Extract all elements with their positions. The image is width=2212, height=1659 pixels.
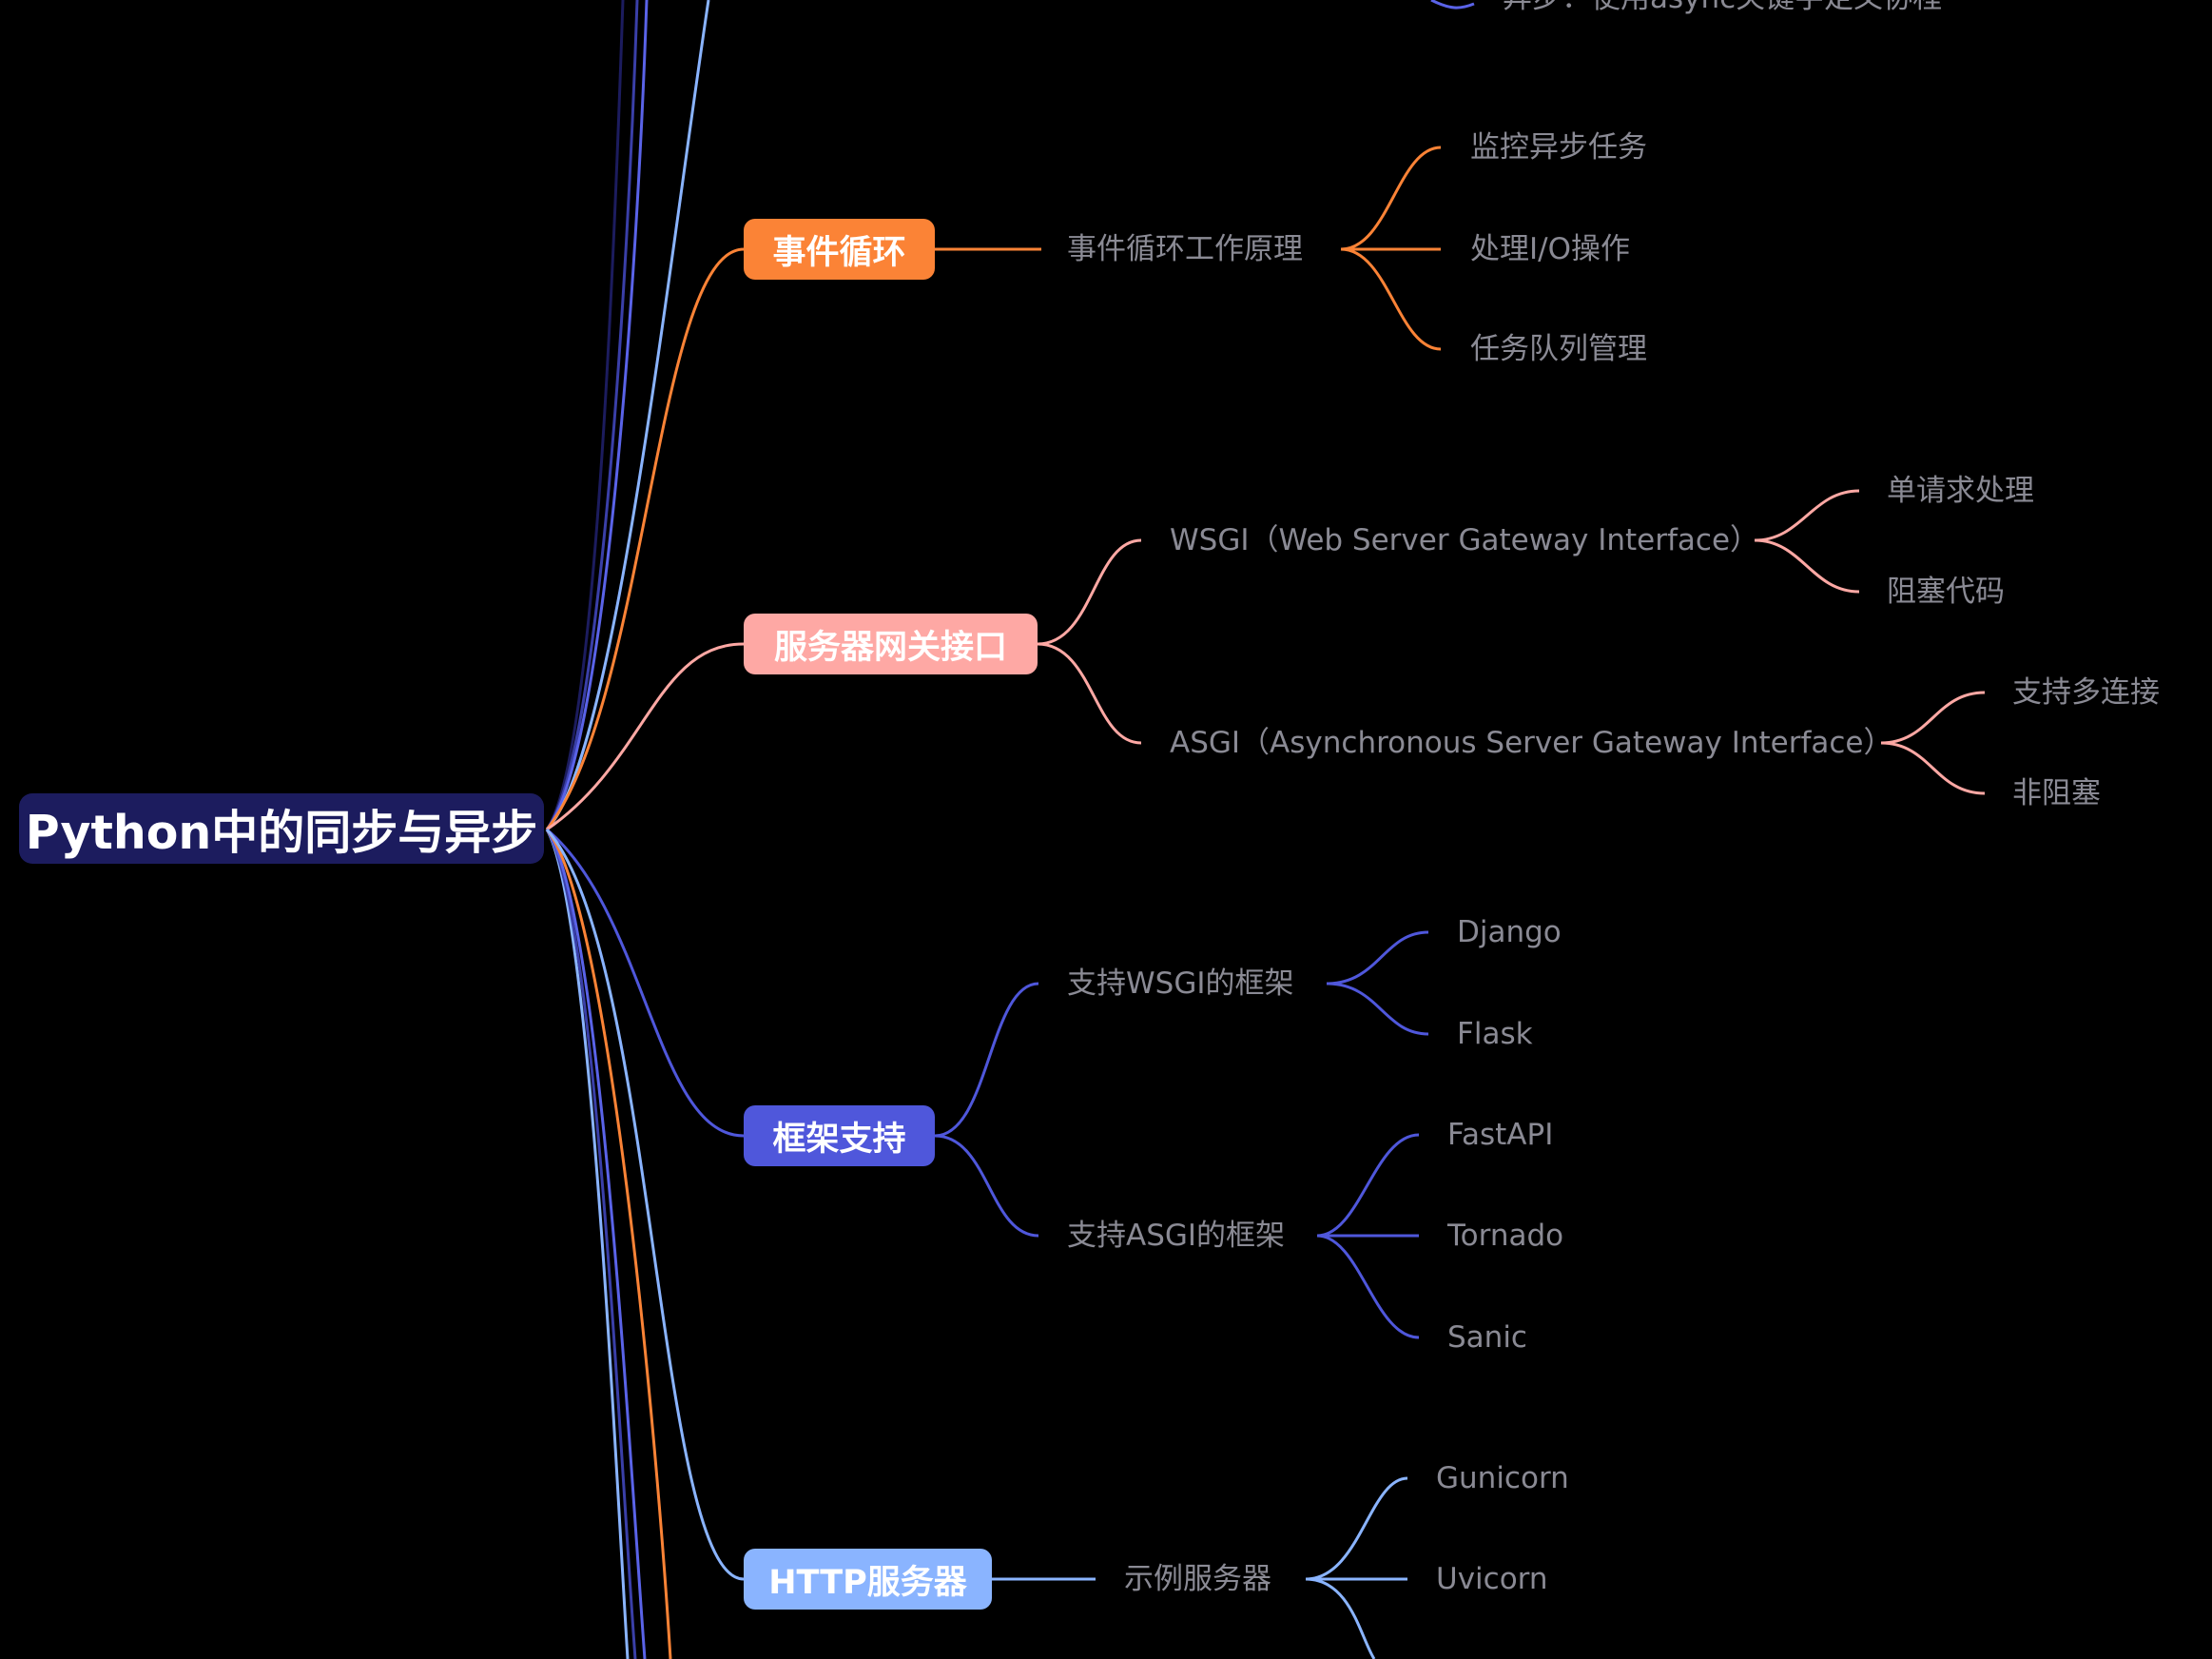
gateway-asgi-item[interactable]: 非阻塞 [2012, 776, 2101, 810]
framework-wsgi-item[interactable]: Flask [1457, 1017, 1533, 1051]
connector-offscreen-4 [545, 0, 710, 831]
connector-http-item-0 [1305, 1476, 1408, 1581]
connector-http-item-2 [1305, 1577, 1376, 1659]
connector-offscreen-1 [545, 0, 625, 830]
connector-offscreen-8 [545, 829, 672, 1659]
root-label: Python中的同步与异步 [25, 805, 538, 860]
event-loop-item[interactable]: 任务队列管理 [1470, 332, 1647, 366]
branch-gateway[interactable]: 服务器网关接口 [744, 614, 1038, 674]
framework-asgi-item[interactable]: Sanic [1447, 1320, 1527, 1355]
connector-wsgi-item-0 [1754, 489, 1860, 542]
connector-offscreen-3 [545, 0, 649, 830]
branch-framework-label: 框架支持 [772, 1120, 906, 1159]
branch-http-label: HTTP服务器 [768, 1563, 967, 1602]
branch-event-loop[interactable]: 事件循环 [744, 219, 935, 280]
http-item[interactable]: Uvicorn [1436, 1562, 1548, 1596]
connector-asgi-item-0 [1880, 691, 1986, 745]
gateway-wsgi-item[interactable]: 阻塞代码 [1887, 575, 2005, 609]
framework-asgi-item[interactable]: Tornado [1447, 1219, 1564, 1253]
branch-gateway-label: 服务器网关接口 [773, 628, 1007, 667]
gateway-wsgi[interactable]: WSGI（Web Server Gateway Interface） [1170, 523, 1760, 557]
connector-root-gateway [546, 642, 745, 831]
connector-root-event-loop [545, 247, 745, 830]
connector-fw-wsgi-item-1 [1326, 982, 1429, 1036]
connector-framework-asgi [934, 1134, 1039, 1238]
connector-fw-asgi-item-2 [1316, 1234, 1420, 1339]
gateway-asgi[interactable]: ASGI（Asynchronous Server Gateway Interfa… [1170, 726, 1893, 760]
connector-event-loop-item-0 [1340, 146, 1442, 251]
http-child[interactable]: 示例服务器 [1124, 1562, 1271, 1596]
branch-http[interactable]: HTTP服务器 [744, 1549, 992, 1610]
connector-asgi-item-1 [1880, 741, 1986, 795]
connector-offscreen-6 [545, 829, 637, 1659]
gateway-wsgi-item[interactable]: 单请求处理 [1887, 474, 2034, 508]
branch-framework[interactable]: 框架支持 [744, 1105, 935, 1166]
event-loop-child[interactable]: 事件循环工作原理 [1067, 232, 1303, 266]
event-loop-item[interactable]: 监控异步任务 [1470, 130, 1647, 165]
connector-root-http [545, 829, 745, 1581]
connector-offscreen-7 [545, 829, 647, 1659]
connector-offscreen-5 [545, 829, 630, 1659]
framework-asgi[interactable]: 支持ASGI的框架 [1067, 1219, 1286, 1253]
connector-fw-wsgi-item-0 [1326, 930, 1429, 986]
connector-event-loop-item-2 [1340, 247, 1442, 351]
http-item[interactable]: Gunicorn [1436, 1461, 1569, 1495]
framework-wsgi[interactable]: 支持WSGI的框架 [1067, 966, 1294, 1001]
framework-asgi-item[interactable]: FastAPI [1447, 1118, 1554, 1152]
event-loop-item[interactable]: 处理I/O操作 [1470, 232, 1630, 266]
connector-framework-wsgi [934, 982, 1039, 1138]
top-partial-label[interactable]: 异步：使用async关键字定义协程 [1503, 0, 1942, 17]
gateway-asgi-item[interactable]: 支持多连接 [2012, 675, 2160, 710]
branch-event-loop-label: 事件循环 [772, 233, 906, 272]
connector-gateway-wsgi [1037, 538, 1142, 646]
connector-wsgi-item-1 [1754, 538, 1860, 594]
root-node[interactable]: Python中的同步与异步 [19, 793, 544, 864]
connector-top-partial [1430, 0, 1475, 10]
connector-gateway-asgi [1037, 642, 1142, 745]
connector-fw-asgi-item-0 [1316, 1133, 1420, 1238]
framework-wsgi-item[interactable]: Django [1457, 915, 1562, 949]
connector-offscreen-2 [545, 0, 639, 830]
connector-root-framework [546, 828, 745, 1138]
